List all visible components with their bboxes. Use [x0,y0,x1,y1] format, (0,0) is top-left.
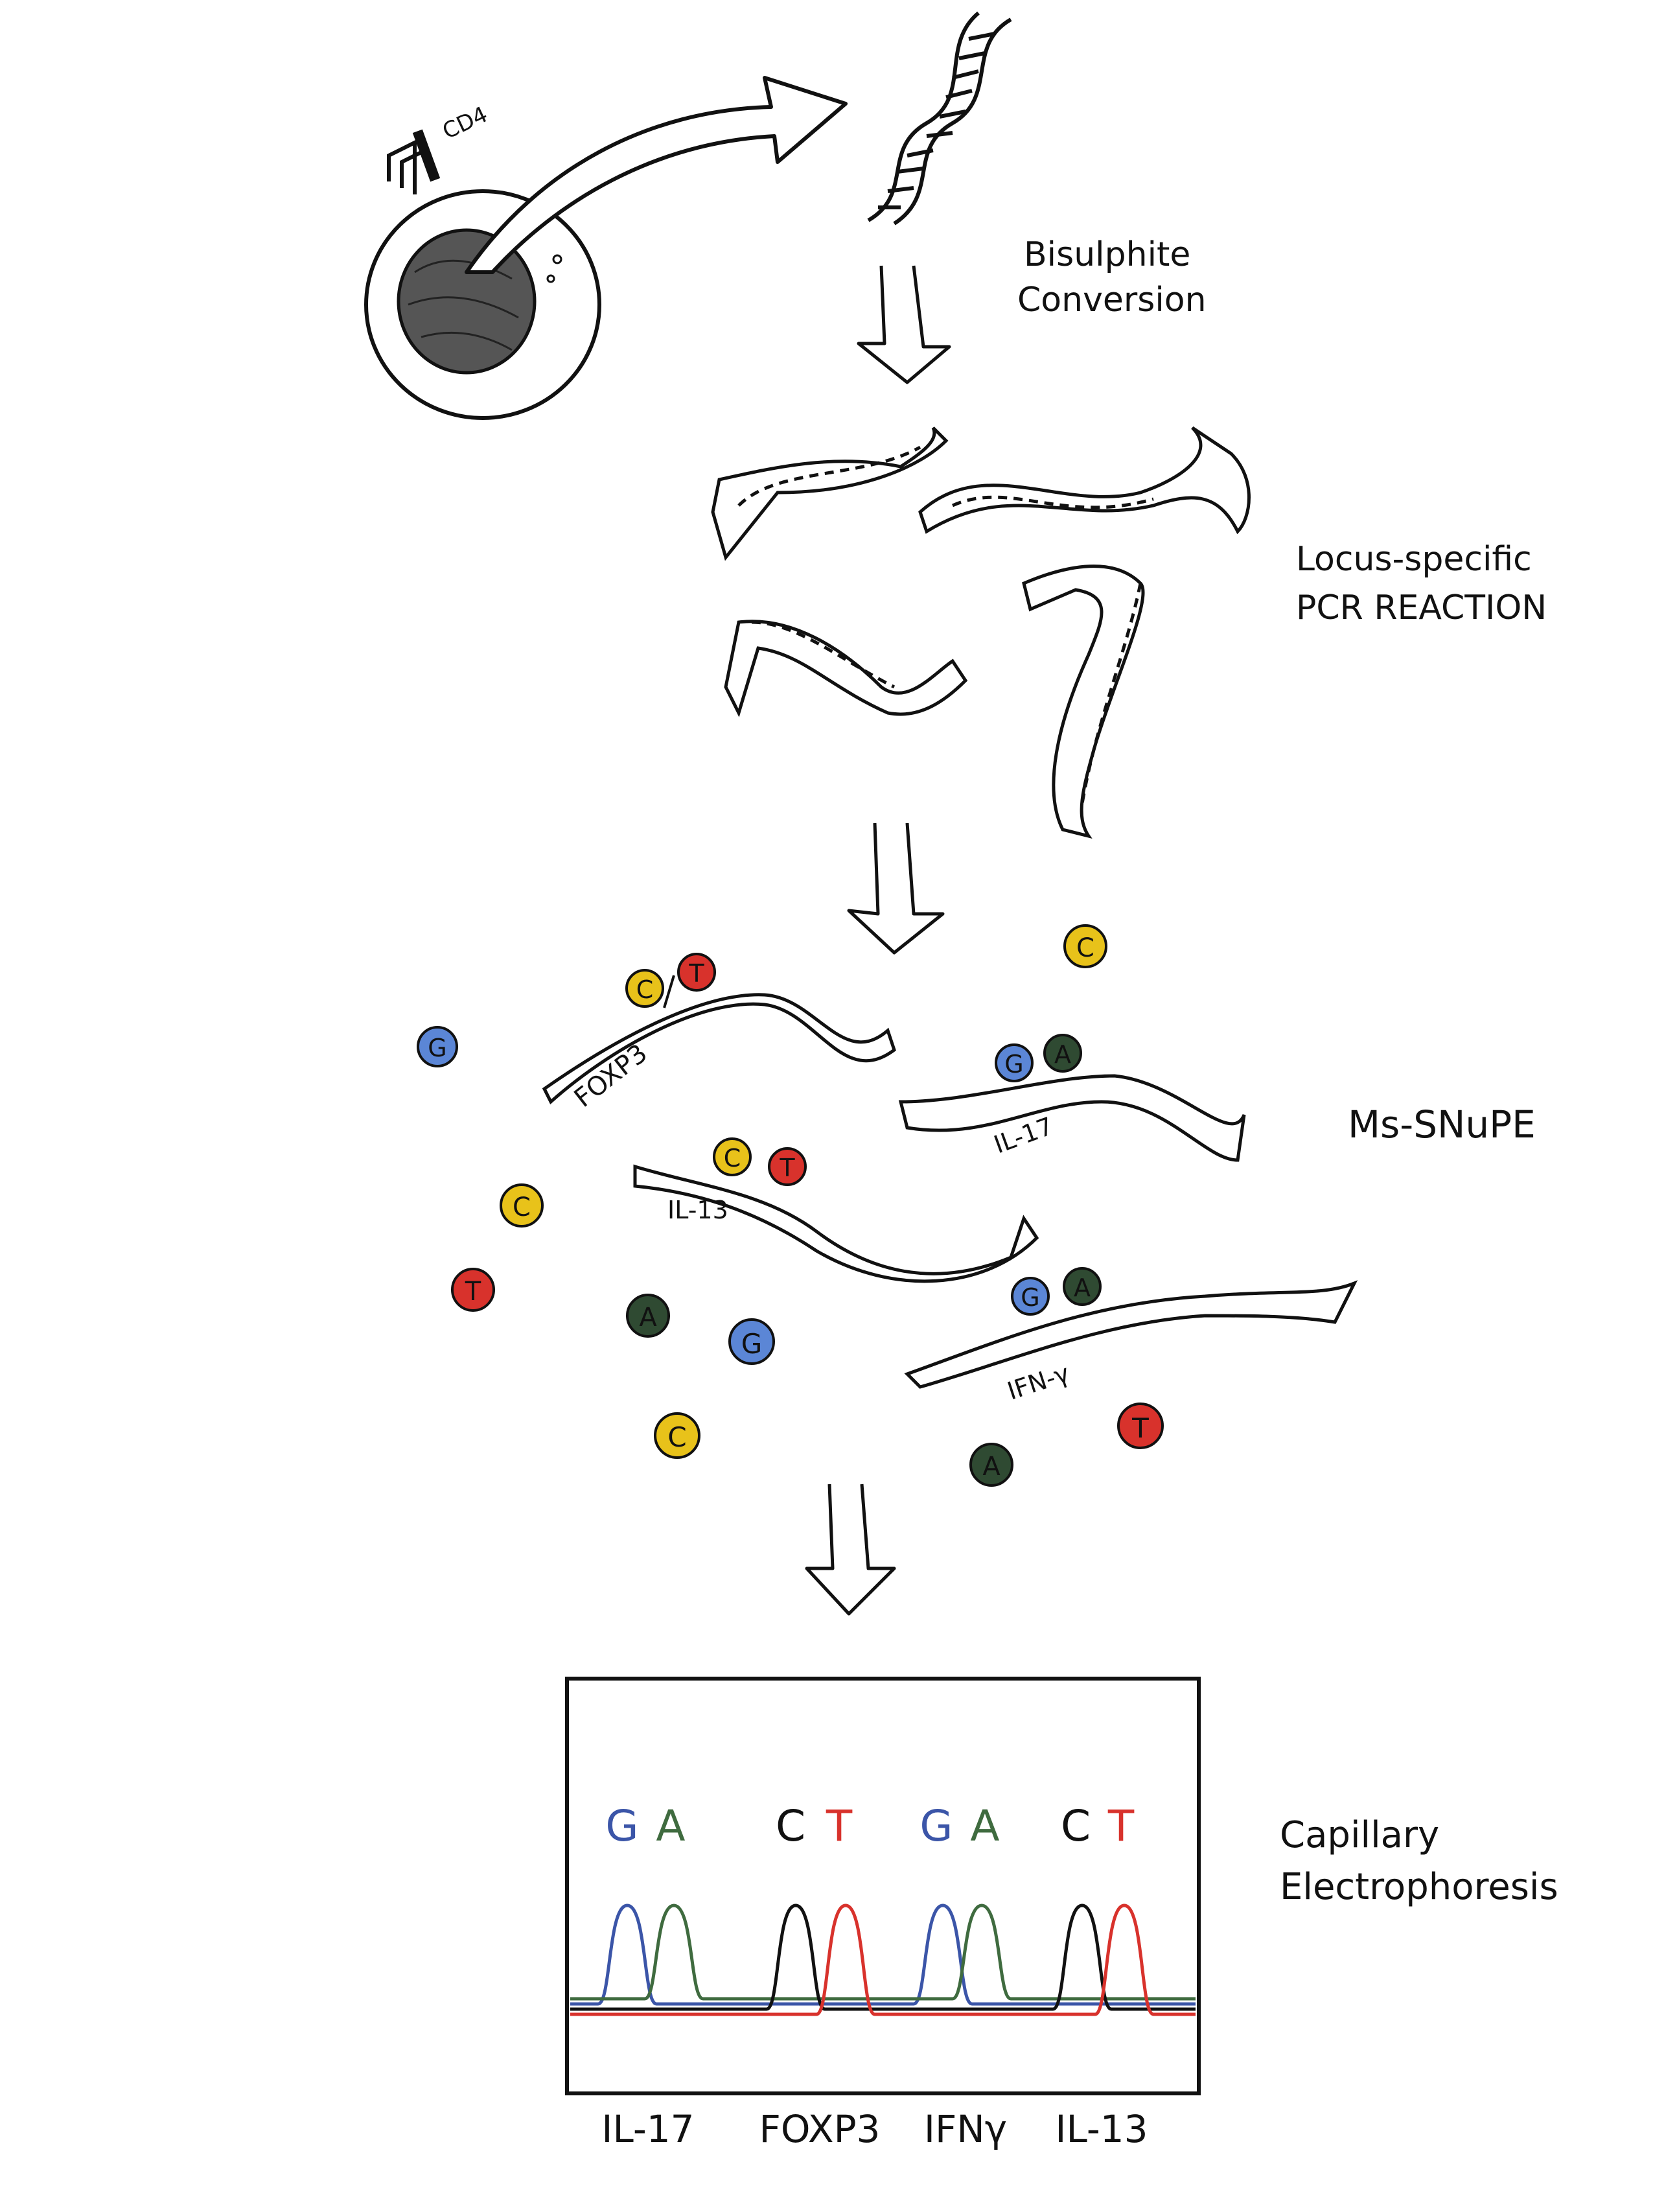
ifng-probe-g: G [1011,1277,1050,1316]
svg-text:C: C [1076,933,1094,963]
il17-probe-g: G [995,1043,1034,1082]
cd4-label: CD4 [439,102,492,145]
foxp3-probe-t: T [677,953,716,992]
peak-letter: G [605,1801,638,1851]
peak-letter: C [1061,1801,1091,1851]
peak-letter: A [970,1801,999,1851]
svg-text:T: T [465,1277,481,1307]
locus-label: IFNγ [924,2107,1007,2151]
amplicon-il13: IL-13 C T [633,1137,1039,1283]
free-nucleotide: C [1063,924,1107,968]
free-nucleotide: T [1117,1403,1164,1449]
il13-probe-c: C [713,1137,752,1176]
trace-red [570,1903,1196,2016]
ifng-probe-a: A [1063,1267,1102,1306]
il17-probe-a: A [1043,1034,1082,1073]
svg-text:G: G [1021,1283,1039,1312]
free-nucleotides: C G C T A G C A T [417,924,1164,1487]
pcr-amplicons [711,426,1251,839]
free-nucleotide: C [654,1412,700,1459]
svg-text:C: C [724,1144,741,1172]
amplicon-il17: IL-17 G A [898,1034,1246,1162]
peak-letter: A [656,1801,685,1851]
svg-text:G: G [741,1328,763,1360]
free-nucleotide: A [969,1443,1013,1487]
ifng-amplicon-label: IFN-γ [1004,1359,1073,1406]
peak-letter: T [1107,1801,1135,1851]
pcr-label-line2: PCR REACTION [1296,588,1547,627]
free-nucleotide: T [451,1268,495,1312]
locus-label: IL-17 [601,2107,694,2151]
arrow-down-2 [847,822,945,955]
il13-probe-t: T [768,1147,807,1186]
svg-text:G: G [428,1034,446,1062]
foxp3-probe-c: C [625,969,664,1008]
traces [570,1903,1196,2016]
locus-label: IL-13 [1055,2107,1148,2151]
ms-snupe-label: Ms-SNuPE [1348,1102,1536,1147]
svg-text:A: A [982,1452,1000,1482]
cd4-receptor [387,139,429,194]
svg-text:G: G [1004,1050,1023,1078]
pcr-label: Locus-specific PCR REACTION [1296,540,1547,627]
svg-text:T: T [779,1154,795,1182]
svg-text:A: A [639,1303,657,1333]
peak-letter: G [919,1801,953,1851]
free-nucleotide: C [500,1183,544,1228]
locus-label: FOXP3 [759,2107,881,2151]
bisulphite-label: Bisulphite Conversion [1017,235,1207,320]
bisulphite-label-line1: Bisulphite [1024,235,1190,274]
trace-blue [570,1903,1196,2006]
arrow-down-3 [805,1484,896,1616]
svg-text:T: T [688,959,704,988]
free-nucleotide: G [728,1318,775,1365]
amplicon-foxp3: FOXP3 C T [542,953,896,1113]
extraction-arrow [465,76,848,274]
trace-green [570,1903,1196,2001]
svg-text:T: T [1131,1412,1149,1444]
peak-letter: T [826,1801,853,1851]
dna-helix-icon [867,11,1012,226]
locus-labels: IL-17 FOXP3 IFNγ IL-13 [601,2107,1148,2151]
svg-text:C: C [513,1193,531,1222]
pcr-label-line1: Locus-specific [1296,540,1532,579]
amplicon-ifng: IFN-γ G A [904,1267,1358,1406]
svg-text:C: C [667,1421,686,1453]
il13-amplicon-label: IL-13 [667,1196,728,1224]
trace-black [570,1903,1196,2011]
electropherogram-frame [565,1677,1201,2095]
arrow-down-1 [857,265,951,384]
free-nucleotide: G [417,1026,458,1067]
ce-label: Capillary Electrophoresis [1280,1814,1558,1908]
ce-label-line1: Capillary [1280,1814,1439,1856]
bisulphite-label-line2: Conversion [1017,281,1207,320]
svg-text:C: C [636,975,654,1004]
free-nucleotide: A [626,1294,670,1338]
peak-letter: C [776,1801,805,1851]
svg-text:A: A [1074,1274,1091,1302]
svg-text:A: A [1054,1040,1071,1069]
ce-label-line2: Electrophoresis [1280,1866,1558,1908]
